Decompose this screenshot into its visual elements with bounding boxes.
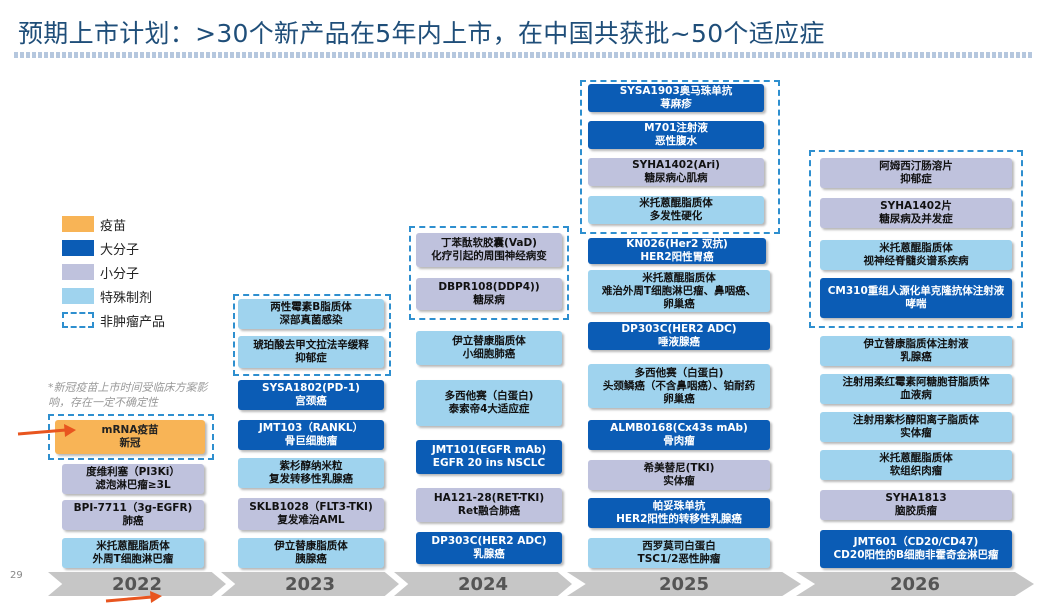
product-amsitine: 阿姆西汀肠溶片 抑郁症	[820, 158, 1012, 188]
product-m701: M701注射液 恶性腹水	[588, 121, 764, 149]
year-label-2024: 2024	[457, 573, 509, 595]
product-irinotecan-liposome-sclc: 伊立替康脂质体 小细胞肺癌	[416, 331, 562, 365]
legend-swatch-small	[62, 264, 94, 280]
product-jmt103: JMT103（RANKL） 骨巨细胞瘤	[238, 420, 384, 450]
highlight-arrow-icon	[17, 424, 76, 437]
product-sirolimus-albumin: 西罗莫司白蛋白 TSC1/2恶性肿瘤	[588, 538, 770, 568]
year-label-2026: 2026	[889, 573, 941, 595]
product-docetaxel-albumin-4: 多西他赛（白蛋白) 泰索帝4大适应症	[416, 380, 562, 426]
product-sysa1802: SYSA1802(PD-1) 宫颈癌	[238, 380, 384, 410]
product-sysa1903: SYSA1903奥马珠单抗 荨麻疹	[588, 84, 764, 112]
product-mitoxantrone-liposome-multi: 米托蒽醌脂质体 难治外周T细胞淋巴瘤、鼻咽癌、 卵巢癌	[588, 270, 770, 312]
product-mitoxantrone-liposome-ms: 米托蒽醌脂质体 多发性硬化	[588, 196, 764, 224]
non-oncology-group-2023	[233, 294, 391, 376]
product-ha121-28: HA121-28(RET-TKI) Ret融合肺癌	[416, 488, 562, 522]
year-label-2022: 2022	[111, 573, 163, 595]
legend-label-large: 大分子	[100, 242, 140, 258]
non-oncology-group-2025	[580, 80, 780, 234]
product-paclitaxel-nanoparticle: 紫杉醇纳米粒 复发转移性乳腺癌	[238, 458, 384, 488]
year-band-2023: 2023	[221, 572, 399, 596]
legend: 疫苗 大分子 小分子 特殊制剂 非肿瘤产品	[62, 212, 165, 332]
product-pertuzumab: 帕妥珠单抗 HER2阳性的转移性乳腺癌	[588, 498, 770, 528]
legend-item-special: 特殊制剂	[62, 284, 165, 308]
product-mitoxantrone-liposome-nmosd: 米托蒽醌脂质体 视神经脊髓炎谱系疾病	[820, 240, 1012, 270]
product-mrna-vaccine: mRNA疫苗 新冠	[55, 420, 205, 454]
product-syha1402-tablet: SYHA1402片 糖尿病及并发症	[820, 198, 1012, 228]
page-title: 预期上市计划：>30个新产品在5年内上市，在中国共获批~50个适应症	[18, 19, 825, 48]
product-bpi-7711: BPI-7711（3g-EGFR) 肺癌	[62, 500, 204, 530]
year-band-2022: 2022	[48, 572, 226, 596]
product-duvelisib: 度维利塞（PI3Ki） 滤泡淋巴瘤≥3L	[62, 464, 204, 494]
legend-swatch-large	[62, 240, 94, 256]
legend-item-nononc: 非肿瘤产品	[62, 308, 165, 332]
product-cm310: CM310重组人源化单克隆抗体注射液 哮喘	[820, 278, 1012, 318]
legend-label-nononc: 非肿瘤产品	[100, 314, 166, 330]
year-label-2025: 2025	[658, 573, 710, 595]
product-irinotecan-liposome-pancreatic: 伊立替康脂质体 胰腺癌	[238, 538, 384, 568]
product-docetaxel-albumin-hn: 多西他赛（白蛋白) 头颈鳞癌（不含鼻咽癌）、铂耐药 卵巢癌	[588, 364, 770, 408]
legend-item-vaccine: 疫苗	[62, 212, 165, 236]
product-amphotericin-b-liposome: 两性霉素B脂质体 深部真菌感染	[238, 299, 384, 329]
product-syha1813: SYHA1813 脑胶质瘤	[820, 490, 1012, 520]
product-daunorubicin-cytarabine-liposome: 注射用柔红霉素阿糖胞苷脂质体 血液病	[820, 374, 1012, 404]
page-number: 29	[10, 570, 23, 581]
year-band-2026: 2026	[796, 572, 1034, 596]
product-syha1402-ari: SYHA1402(Ari) 糖尿病心肌病	[588, 158, 764, 186]
product-jmt601: JMT601（CD20/CD47) CD20阳性的B细胞非霍奇金淋巴瘤	[820, 530, 1012, 568]
timeline-arrow-icon	[105, 591, 162, 603]
product-simertinib: 希美替尼(TKI) 实体瘤	[588, 460, 770, 490]
year-band-2024: 2024	[394, 572, 572, 596]
product-sklb1028: SKLB1028（FLT3-TKI) 复发难治AML	[238, 498, 384, 530]
vaccine-footnote: *新冠疫苗上市时间受临床方案影响，存在一定不确定性	[48, 381, 208, 409]
year-band-2025: 2025	[567, 572, 801, 596]
product-dp303c-breast: DP303C(HER2 ADC) 乳腺癌	[416, 532, 562, 564]
product-irinotecan-liposome-breast: 伊立替康脂质体注射液 乳腺癌	[820, 336, 1012, 366]
legend-label-small: 小分子	[100, 266, 140, 282]
legend-swatch-special	[62, 288, 94, 304]
legend-label-vaccine: 疫苗	[100, 218, 127, 234]
legend-swatch-nononc	[62, 312, 94, 328]
non-oncology-group-2026	[809, 150, 1023, 328]
product-mitoxantrone-liposome-sarcoma: 米托蒽醌脂质体 软组织肉瘤	[820, 450, 1012, 480]
non-oncology-group-2024	[409, 226, 569, 320]
legend-label-special: 特殊制剂	[100, 290, 153, 306]
product-dbpr108: DBPR108(DDP4)) 糖尿病	[416, 278, 562, 310]
legend-item-small: 小分子	[62, 260, 165, 284]
product-dp303c-salivary: DP303C(HER2 ADC) 唾液腺癌	[588, 322, 770, 350]
non-oncology-group-2022	[48, 414, 214, 460]
legend-swatch-vaccine	[62, 216, 94, 232]
product-desvenlafaxine: 琥珀酸去甲文拉法辛缓释 抑郁症	[238, 336, 384, 368]
product-paclitaxel-cationic-liposome: 注射用紫杉醇阳离子脂质体 实体瘤	[820, 412, 1012, 442]
year-label-2023: 2023	[284, 573, 336, 595]
product-almb0168: ALMB0168(Cx43s mAb) 骨肉瘤	[588, 420, 770, 450]
legend-item-large: 大分子	[62, 236, 165, 260]
product-butylphthalide: 丁苯酞软胶囊(VaD) 化疗引起的周围神经病变	[416, 233, 562, 267]
product-mitoxantrone-liposome-ptcl: 米托蒽醌脂质体 外周T细胞淋巴瘤	[62, 538, 204, 568]
title-underline	[14, 52, 1034, 58]
product-kn026: KN026(Her2 双抗) HER2阳性胃癌	[588, 238, 766, 264]
product-jmt101: JMT101(EGFR mAb) EGFR 20 ins NSCLC	[416, 440, 562, 474]
